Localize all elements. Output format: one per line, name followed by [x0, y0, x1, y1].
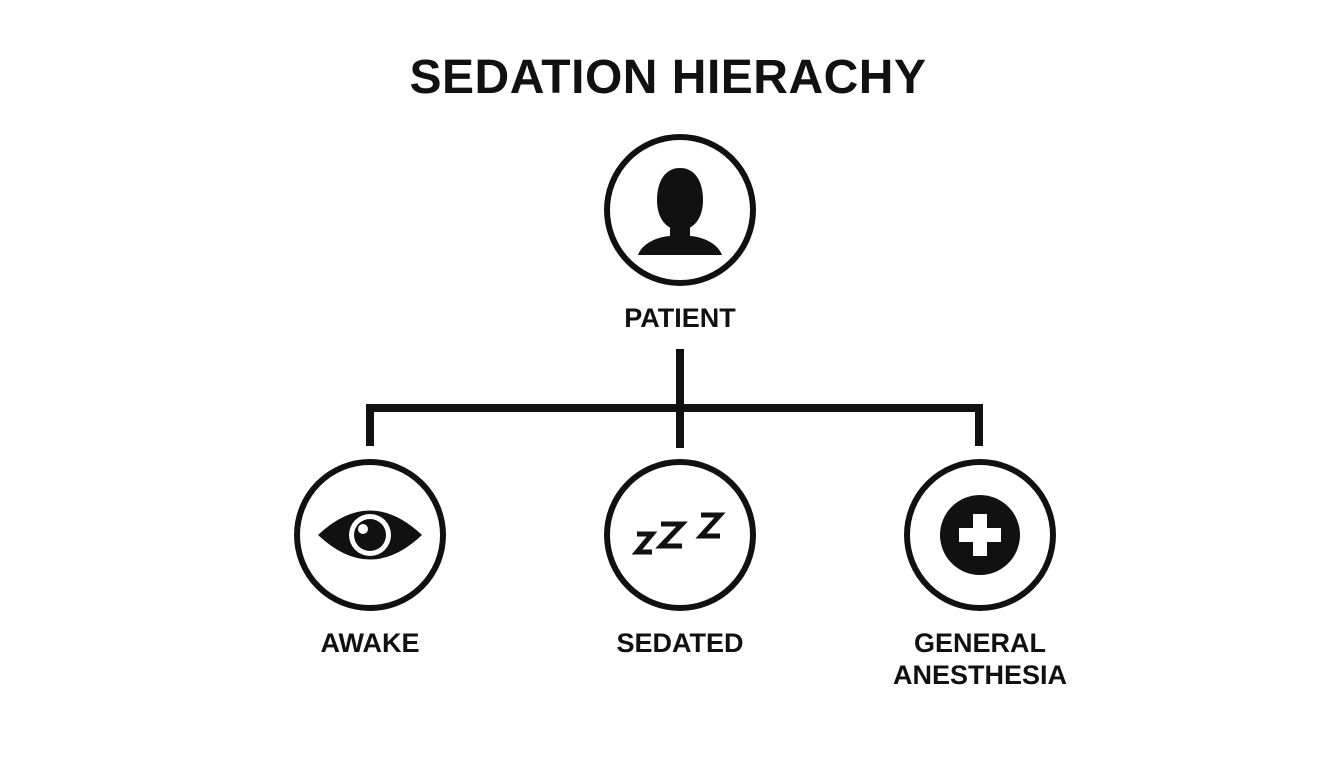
sedated-node	[604, 459, 756, 611]
branch-bar	[366, 404, 983, 446]
awake-label: AWAKE	[320, 628, 420, 658]
diagram-title: SEDATION HIERACHY	[409, 51, 927, 104]
medical-cross-icon	[940, 495, 1020, 575]
patient-node	[604, 134, 756, 286]
connector-lines	[366, 349, 983, 448]
sedated-label: SEDATED	[616, 628, 744, 658]
sedated-node-circle	[604, 459, 756, 611]
patient-label: PATIENT	[624, 303, 736, 333]
general-anesthesia-node	[904, 459, 1056, 611]
zzz-sleep-icon	[631, 512, 726, 555]
general-anesthesia-label: GENERAL ANESTHESIA	[892, 628, 1068, 690]
eye-icon	[318, 510, 422, 560]
awake-node	[294, 459, 446, 611]
person-silhouette-icon	[638, 168, 722, 255]
